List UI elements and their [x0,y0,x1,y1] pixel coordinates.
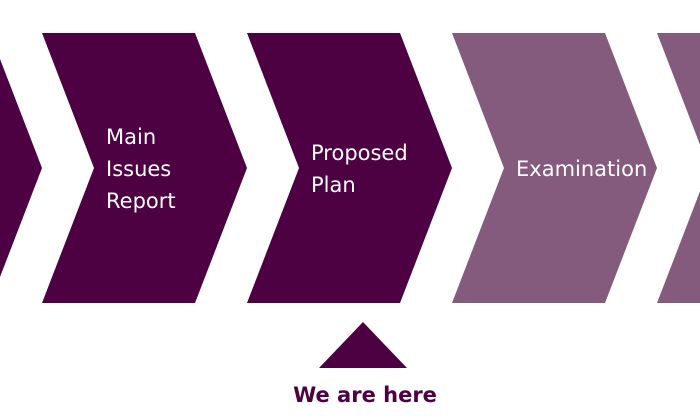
stage-label-line: Issues [106,157,171,181]
marker-label: We are here [293,383,437,407]
stage-chevron-4 [452,33,657,303]
stage-labels-group: ontMainIssuesReportProposedPlanExaminati… [106,125,647,213]
stages-group [0,33,700,303]
stage-chevron-2 [42,33,247,303]
stage-label-line: Examination [516,157,647,181]
stage-label-line: Plan [311,173,356,197]
stage-label-line: Report [106,189,176,213]
current-position-marker: We are here [293,322,437,407]
marker-arrow-icon [319,322,407,368]
stage-label-line: Proposed [311,141,408,165]
stage-chevron-3 [247,33,452,303]
stage-label-4: Examination [516,157,647,181]
stage-chevron-5 [657,33,700,303]
stage-chevron-1 [0,58,42,278]
stage-label-line: Main [106,125,156,149]
